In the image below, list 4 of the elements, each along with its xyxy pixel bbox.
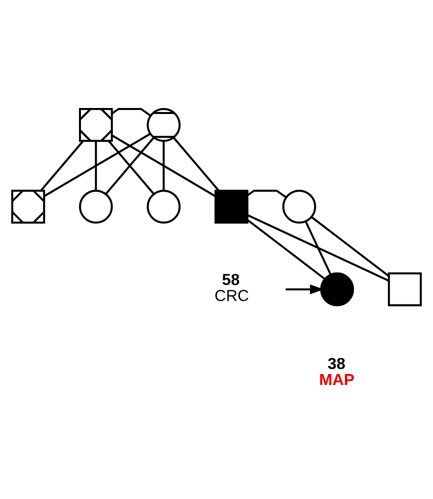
node-label: MAP: [319, 372, 355, 389]
node-label: 38: [328, 356, 346, 373]
node-label: CRC: [214, 288, 250, 306]
node-label: 58: [222, 272, 240, 290]
